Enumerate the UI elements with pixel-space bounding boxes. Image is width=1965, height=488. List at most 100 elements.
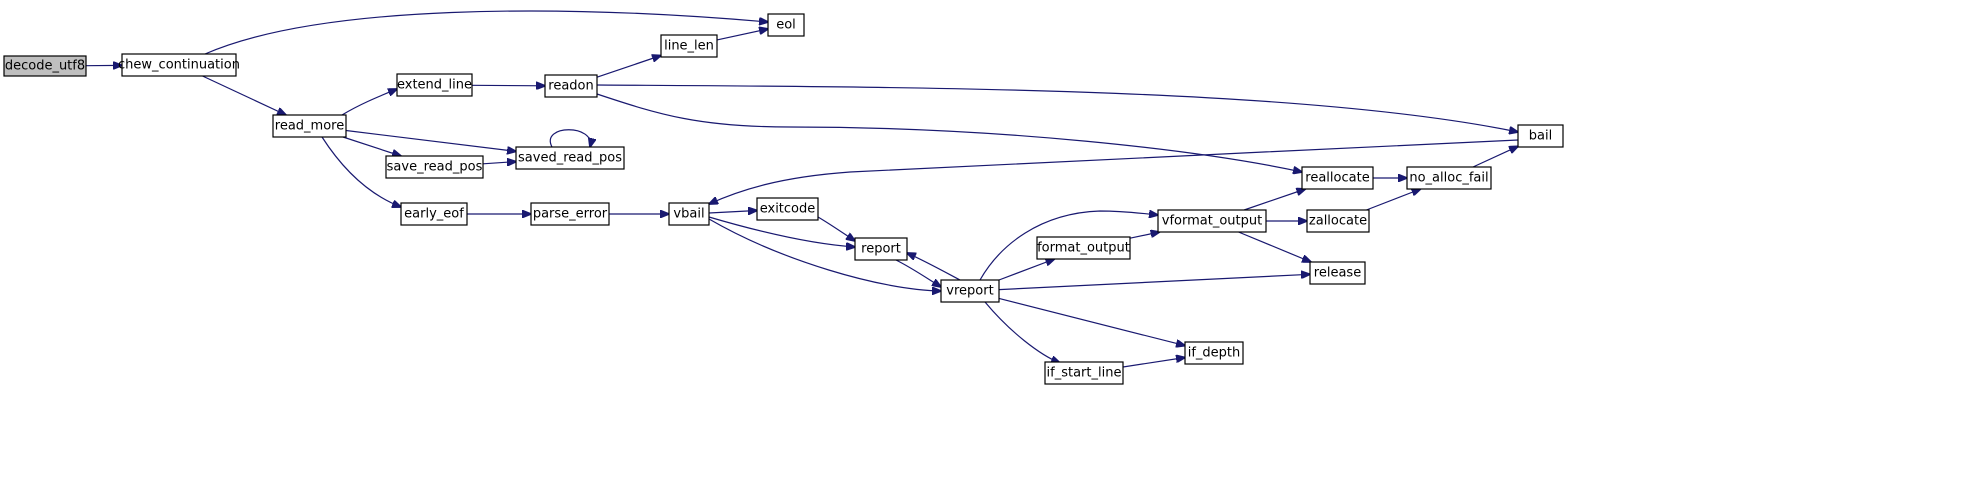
edge-vreport-to-format_output bbox=[998, 259, 1055, 281]
node-box bbox=[1517, 124, 1564, 148]
node-box bbox=[515, 146, 625, 170]
node-label: release bbox=[1314, 266, 1361, 281]
node-box bbox=[385, 155, 484, 179]
node-label: parse_error bbox=[533, 207, 608, 222]
edge-vreport-to-if_start_line bbox=[984, 301, 1060, 363]
node-label: if_start_line bbox=[1047, 366, 1122, 381]
node-reallocate[interactable]: reallocate bbox=[1301, 166, 1374, 190]
node-box bbox=[1184, 341, 1244, 365]
node-extend_line[interactable]: extend_line bbox=[396, 73, 473, 97]
node-label: report bbox=[861, 242, 901, 257]
node-exitcode[interactable]: exitcode bbox=[756, 197, 819, 221]
node-vformat_output[interactable]: vformat_output bbox=[1157, 209, 1267, 233]
edge-saved_read_pos-to-saved_read_pos bbox=[549, 129, 590, 147]
node-box bbox=[396, 73, 473, 97]
node-early_eof[interactable]: early_eof bbox=[400, 202, 468, 226]
edges-layer bbox=[85, 10, 1519, 368]
node-box bbox=[3, 55, 87, 77]
edge-read_more-to-save_read_pos bbox=[342, 136, 401, 156]
node-label: readon bbox=[548, 79, 593, 94]
node-box bbox=[544, 74, 598, 98]
node-saved_read_pos[interactable]: saved_read_pos bbox=[515, 146, 625, 170]
node-release[interactable]: release bbox=[1309, 261, 1366, 285]
node-label: zallocate bbox=[1309, 214, 1367, 229]
node-no_alloc_fail[interactable]: no_alloc_fail bbox=[1406, 166, 1492, 190]
node-box bbox=[668, 202, 710, 226]
node-vreport[interactable]: vreport bbox=[940, 279, 1000, 303]
edge-read_more-to-early_eof bbox=[321, 136, 401, 207]
node-report[interactable]: report bbox=[854, 237, 908, 261]
node-box bbox=[121, 53, 237, 77]
edge-if_start_line-to-if_depth bbox=[1122, 358, 1185, 368]
node-label: format_output bbox=[1037, 241, 1130, 256]
edge-extend_line-to-readon bbox=[471, 85, 545, 86]
node-label: line_len bbox=[664, 39, 714, 54]
node-save_read_pos[interactable]: save_read_pos bbox=[385, 155, 484, 179]
edge-readon-to-bail bbox=[596, 84, 1518, 132]
node-box bbox=[1044, 361, 1124, 385]
node-box bbox=[272, 114, 347, 138]
node-label: saved_read_pos bbox=[518, 151, 622, 166]
node-box bbox=[660, 34, 718, 58]
node-label: no_alloc_fail bbox=[1409, 171, 1488, 186]
node-chew_continuation[interactable]: chew_continuation bbox=[118, 53, 240, 77]
edge-line_len-to-eol bbox=[716, 29, 768, 41]
node-box bbox=[756, 197, 819, 221]
edge-readon-to-line_len bbox=[596, 56, 661, 78]
node-decode_utf8[interactable]: decode_utf8 bbox=[3, 55, 87, 77]
node-label: bail bbox=[1529, 129, 1552, 144]
edge-no_alloc_fail-to-bail bbox=[1472, 146, 1518, 168]
edge-vreport-to-release bbox=[998, 274, 1310, 291]
edge-read_more-to-saved_read_pos bbox=[345, 129, 516, 152]
node-label: decode_utf8 bbox=[5, 59, 85, 74]
node-parse_error[interactable]: parse_error bbox=[530, 202, 610, 226]
node-label: extend_line bbox=[397, 78, 472, 93]
node-line_len[interactable]: line_len bbox=[660, 34, 718, 58]
edge-vformat_output-to-release bbox=[1238, 231, 1312, 262]
node-zallocate[interactable]: zallocate bbox=[1306, 209, 1370, 233]
node-readon[interactable]: readon bbox=[544, 74, 598, 98]
edge-format_output-to-vformat_output bbox=[1129, 232, 1160, 239]
edge-zallocate-to-no_alloc_fail bbox=[1366, 189, 1420, 211]
edge-read_more-to-extend_line bbox=[341, 89, 397, 116]
node-read_more[interactable]: read_more bbox=[272, 114, 347, 138]
node-label: if_depth bbox=[1188, 346, 1241, 361]
node-box bbox=[400, 202, 468, 226]
node-label: save_read_pos bbox=[387, 160, 483, 175]
edge-chew_continuation-to-eol bbox=[204, 10, 768, 55]
edge-exitcode-to-report bbox=[817, 216, 855, 241]
node-bail[interactable]: bail bbox=[1517, 124, 1564, 148]
edge-vreport-to-if_depth bbox=[998, 297, 1185, 345]
node-label: eol bbox=[776, 18, 796, 33]
node-label: vreport bbox=[946, 284, 993, 299]
nodes-layer: decode_utf8 chew_continuation eol line_lene… bbox=[3, 13, 1564, 385]
node-box bbox=[1157, 209, 1267, 233]
edge-bail-to-vbail bbox=[709, 139, 1519, 204]
node-label: reallocate bbox=[1305, 171, 1369, 186]
edge-vbail-to-exitcode bbox=[708, 211, 757, 214]
edge-vbail-to-vreport bbox=[708, 218, 941, 291]
node-box bbox=[530, 202, 610, 226]
node-box bbox=[1406, 166, 1492, 190]
node-box bbox=[1301, 166, 1374, 190]
node-format_output[interactable]: format_output bbox=[1036, 236, 1131, 260]
node-label: vbail bbox=[673, 207, 704, 222]
node-label: read_more bbox=[275, 119, 344, 134]
node-if_start_line[interactable]: if_start_line bbox=[1044, 361, 1124, 385]
node-label: early_eof bbox=[404, 207, 464, 222]
node-vbail[interactable]: vbail bbox=[668, 202, 710, 226]
node-box bbox=[1036, 236, 1131, 260]
node-if_depth[interactable]: if_depth bbox=[1184, 341, 1244, 365]
node-box bbox=[1309, 261, 1366, 285]
node-label: vformat_output bbox=[1162, 214, 1262, 229]
node-label: exitcode bbox=[760, 202, 816, 217]
node-box bbox=[854, 237, 908, 261]
node-eol[interactable]: eol bbox=[767, 13, 805, 37]
edge-readon-to-reallocate bbox=[596, 93, 1302, 172]
edge-save_read_pos-to-saved_read_pos bbox=[482, 162, 516, 164]
edge-vformat_output-to-reallocate bbox=[1243, 189, 1305, 211]
node-box bbox=[1306, 209, 1370, 233]
edge-vreport-to-vformat_output bbox=[979, 211, 1158, 281]
node-label: chew_continuation bbox=[118, 58, 240, 73]
